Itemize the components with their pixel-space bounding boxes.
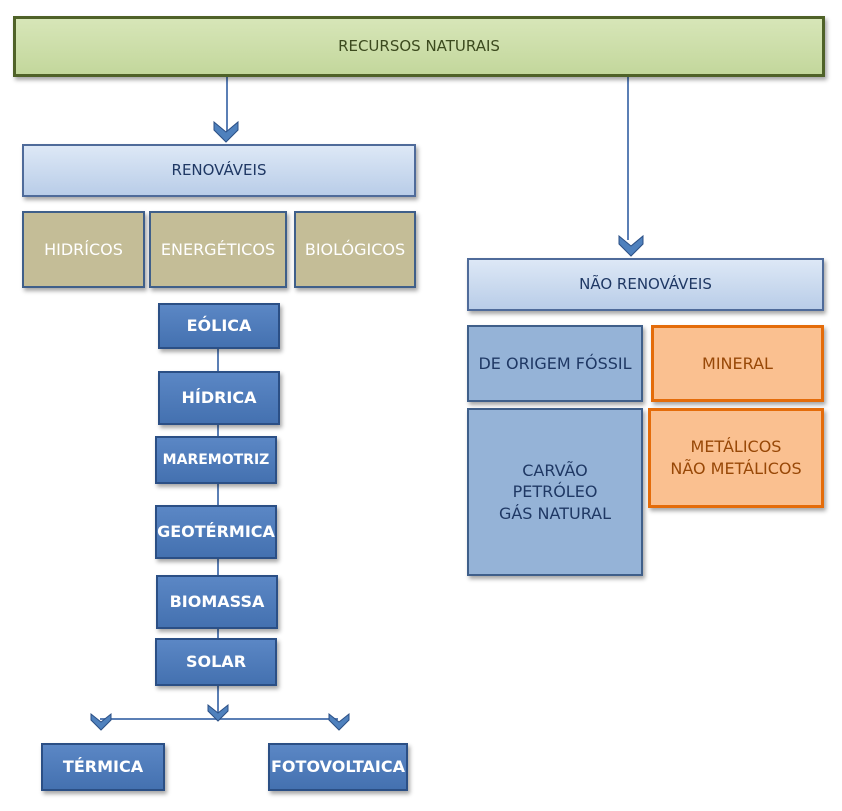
energy-label: BIOMASSA	[169, 592, 265, 612]
energy-hidrica: HÍDRICA	[158, 371, 280, 425]
category-energeticos: ENERGÉTICOS	[149, 211, 287, 288]
mineral-item: NÃO METÁLICOS	[670, 459, 802, 478]
fossil-node: DE ORIGEM FÓSSIL	[467, 325, 643, 402]
fossil-item: CARVÃO	[522, 460, 588, 480]
fossil-label: DE ORIGEM FÓSSIL	[478, 353, 632, 373]
fossil-item: GÁS NATURAL	[498, 503, 612, 523]
energy-biomassa: BIOMASSA	[156, 575, 278, 629]
solar-label: FOTOVOLTAICA	[271, 757, 405, 777]
mineral-item: METÁLICOS	[690, 437, 782, 457]
chevron-down-icon	[328, 712, 350, 731]
mineral-label: MINERAL	[702, 353, 773, 373]
chevron-down-icon	[90, 712, 112, 731]
solar-label: TÉRMICA	[62, 757, 144, 777]
nonrenewable-node: NÃO RENOVÁVEIS	[467, 258, 824, 311]
category-label: HIDRÍCOS	[44, 239, 123, 259]
energy-label: MAREMOTRIZ	[162, 451, 270, 468]
mineral-items: METÁLICOS NÃO METÁLICOS	[648, 408, 824, 508]
renewable-node: RENOVÁVEIS	[22, 144, 416, 197]
solar-termica: TÉRMICA	[41, 743, 165, 791]
chevron-down-icon	[618, 234, 644, 257]
root-node: RECURSOS NATURAIS	[13, 16, 825, 77]
energy-label: SOLAR	[185, 652, 247, 672]
energy-label: EÓLICA	[186, 316, 252, 336]
fossil-items: CARVÃO PETRÓLEO GÁS NATURAL	[467, 408, 643, 576]
renewable-label: RENOVÁVEIS	[171, 161, 267, 180]
connector-root-nonrenewable	[627, 77, 629, 240]
category-label: ENERGÉTICOS	[160, 239, 276, 259]
chevron-down-icon	[207, 703, 229, 722]
connector-root-renewable	[226, 77, 228, 132]
energy-maremotriz: MAREMOTRIZ	[155, 436, 277, 484]
root-label: RECURSOS NATURAIS	[338, 37, 500, 56]
solar-fotovoltaica: FOTOVOLTAICA	[268, 743, 408, 791]
category-biologicos: BIOLÓGICOS	[294, 211, 416, 288]
energy-eolica: EÓLICA	[158, 303, 280, 349]
fossil-item: PETRÓLEO	[512, 482, 598, 502]
chevron-down-icon	[213, 120, 239, 143]
nonrenewable-label: NÃO RENOVÁVEIS	[579, 275, 712, 294]
category-label: BIOLÓGICOS	[304, 239, 406, 259]
category-hidricos: HIDRÍCOS	[22, 211, 145, 288]
energy-solar: SOLAR	[155, 638, 277, 686]
mineral-node: MINERAL	[651, 325, 824, 402]
energy-geotermica: GEOTÉRMICA	[155, 505, 277, 559]
energy-label: HÍDRICA	[181, 388, 257, 408]
energy-label: GEOTÉRMICA	[157, 522, 275, 542]
